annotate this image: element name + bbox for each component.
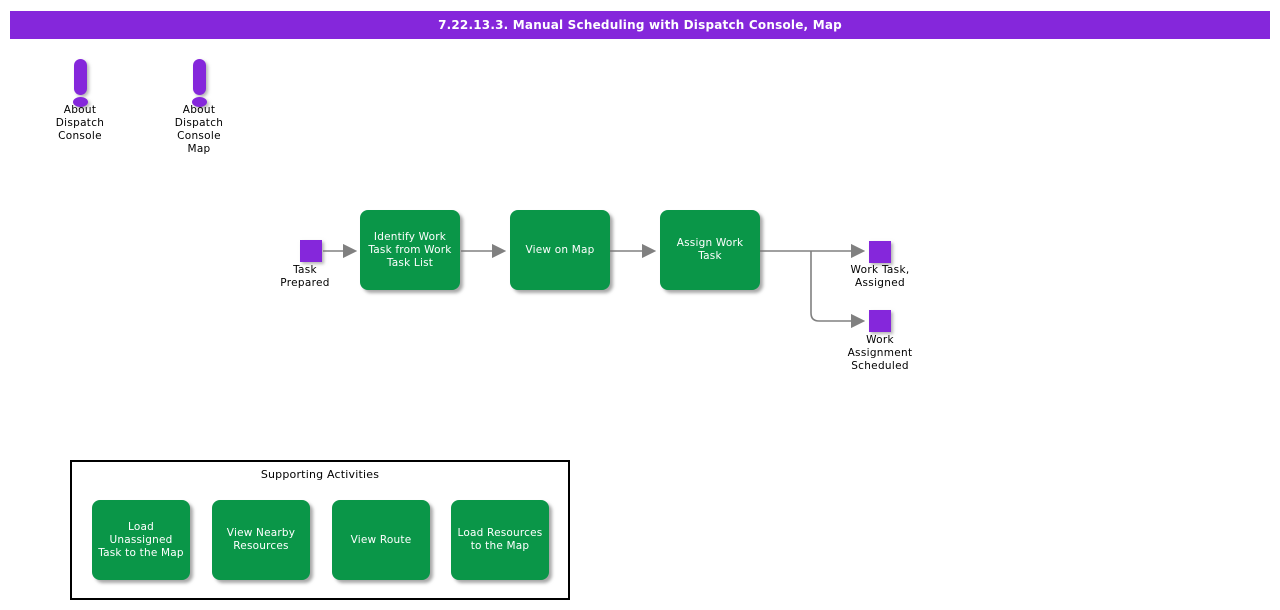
about-dispatch-console-label: About Dispatch Console	[55, 104, 105, 142]
activity-identify-work-task-from-work-task-list[interactable]: Identify Work Task from Work Task List	[360, 210, 460, 290]
about-dispatch-console-exclamation-dot-icon[interactable]	[73, 97, 88, 107]
about-dispatch-console-map-exclamation-icon[interactable]	[193, 59, 206, 95]
activity-view-on-map[interactable]: View on Map	[510, 210, 610, 290]
about-dispatch-console-map-exclamation-dot-icon[interactable]	[192, 97, 207, 107]
page-title: 7.22.13.3. Manual Scheduling with Dispat…	[438, 18, 842, 32]
activity-load-unassigned-task-to-the-map[interactable]: Load Unassigned Task to the Map	[92, 500, 190, 580]
event-task-prepared	[300, 240, 322, 262]
activity-view-nearby-resources[interactable]: View Nearby Resources	[212, 500, 310, 580]
event-work-task-assigned	[869, 241, 891, 263]
event-work-assignment-scheduled	[869, 310, 891, 332]
event-work-assignment-scheduled-label: Work Assignment Scheduled	[847, 334, 913, 372]
activity-label: Identify Work Task from Work Task List	[368, 230, 452, 269]
activity-label: Load Resources to the Map	[457, 527, 543, 552]
activity-label: View Nearby Resources	[226, 527, 296, 552]
supporting-activities-title: Supporting Activities	[260, 468, 380, 481]
event-work-task-assigned-label: Work Task, Assigned	[850, 264, 910, 289]
activity-label: Load Unassigned Task to the Map	[98, 520, 184, 559]
activity-label: View on Map	[525, 243, 595, 256]
about-dispatch-console-map-label: About Dispatch Console Map	[174, 104, 224, 155]
activity-label: Assign Work Task	[676, 237, 744, 262]
diagram-title-bar: 7.22.13.3. Manual Scheduling with Dispat…	[10, 11, 1270, 39]
activity-assign-work-task[interactable]: Assign Work Task	[660, 210, 760, 290]
about-dispatch-console-exclamation-icon[interactable]	[74, 59, 87, 95]
activity-load-resources-to-the-map[interactable]: Load Resources to the Map	[451, 500, 549, 580]
activity-view-route[interactable]: View Route	[332, 500, 430, 580]
activity-label: View Route	[350, 533, 412, 546]
event-task-prepared-label: Task Prepared	[280, 264, 330, 289]
